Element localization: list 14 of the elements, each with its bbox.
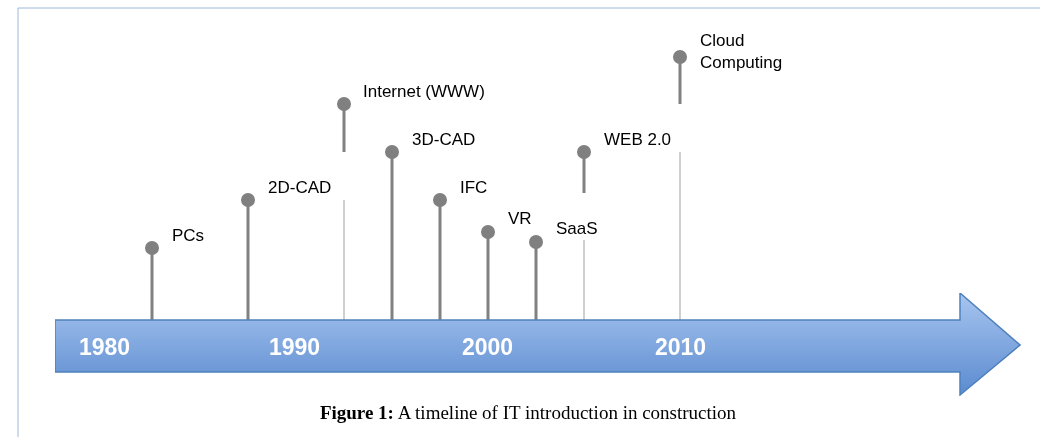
milestone-label: VR [508, 208, 532, 230]
year-label: 2010 [655, 334, 707, 361]
figure-caption: Figure 1: A timeline of IT introduction in construction [319, 402, 737, 423]
milestone-label: IFC [460, 177, 488, 199]
milestone-label: Cloud Computing [700, 30, 784, 74]
milestone-label: WEB 2.0 [604, 129, 672, 151]
year-label: 1980 [79, 334, 131, 361]
milestone-label: 2D-CAD [268, 177, 332, 199]
milestone-label: SaaS [556, 218, 598, 240]
milestone-label: PCs [172, 225, 205, 247]
year-label: 1990 [269, 334, 321, 361]
milestone-label: 3D-CAD [412, 129, 476, 151]
milestone-label: Internet (WWW) [363, 81, 485, 103]
year-label: 2000 [462, 334, 514, 361]
